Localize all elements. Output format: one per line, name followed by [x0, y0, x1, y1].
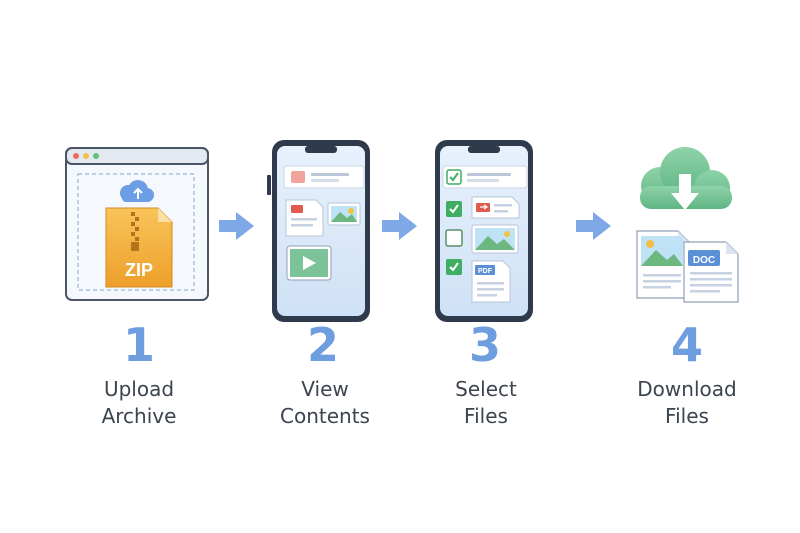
arrow-right-icon [576, 212, 611, 240]
upload-archive-icon [65, 147, 209, 301]
upload-cloud-icon [120, 180, 154, 202]
step-number: 1 [122, 318, 155, 372]
step-number: 3 [468, 318, 501, 372]
arrow-right-icon [382, 212, 417, 240]
step-label: Download Files [637, 377, 737, 428]
select-files-icon [435, 140, 533, 322]
download-files-icon [636, 147, 739, 303]
step-label: Upload Archive [101, 377, 177, 428]
step-number: 4 [670, 318, 703, 372]
arrow-right-icon [219, 212, 254, 240]
view-contents-icon [267, 140, 370, 322]
step-label: Select Files [455, 377, 517, 428]
step-number: 2 [306, 318, 339, 372]
checkbox-unchecked-icon [445, 229, 463, 247]
checkbox-checked-icon [446, 201, 462, 217]
doc-badge: DOC [693, 255, 715, 266]
zip-file-icon [105, 207, 173, 288]
pdf-badge: PDF [478, 268, 493, 275]
zip-badge: ZIP [125, 260, 153, 280]
checkbox-checked-icon [446, 259, 462, 275]
download-cloud-icon [640, 147, 732, 210]
step-label: View Contents [280, 377, 370, 428]
